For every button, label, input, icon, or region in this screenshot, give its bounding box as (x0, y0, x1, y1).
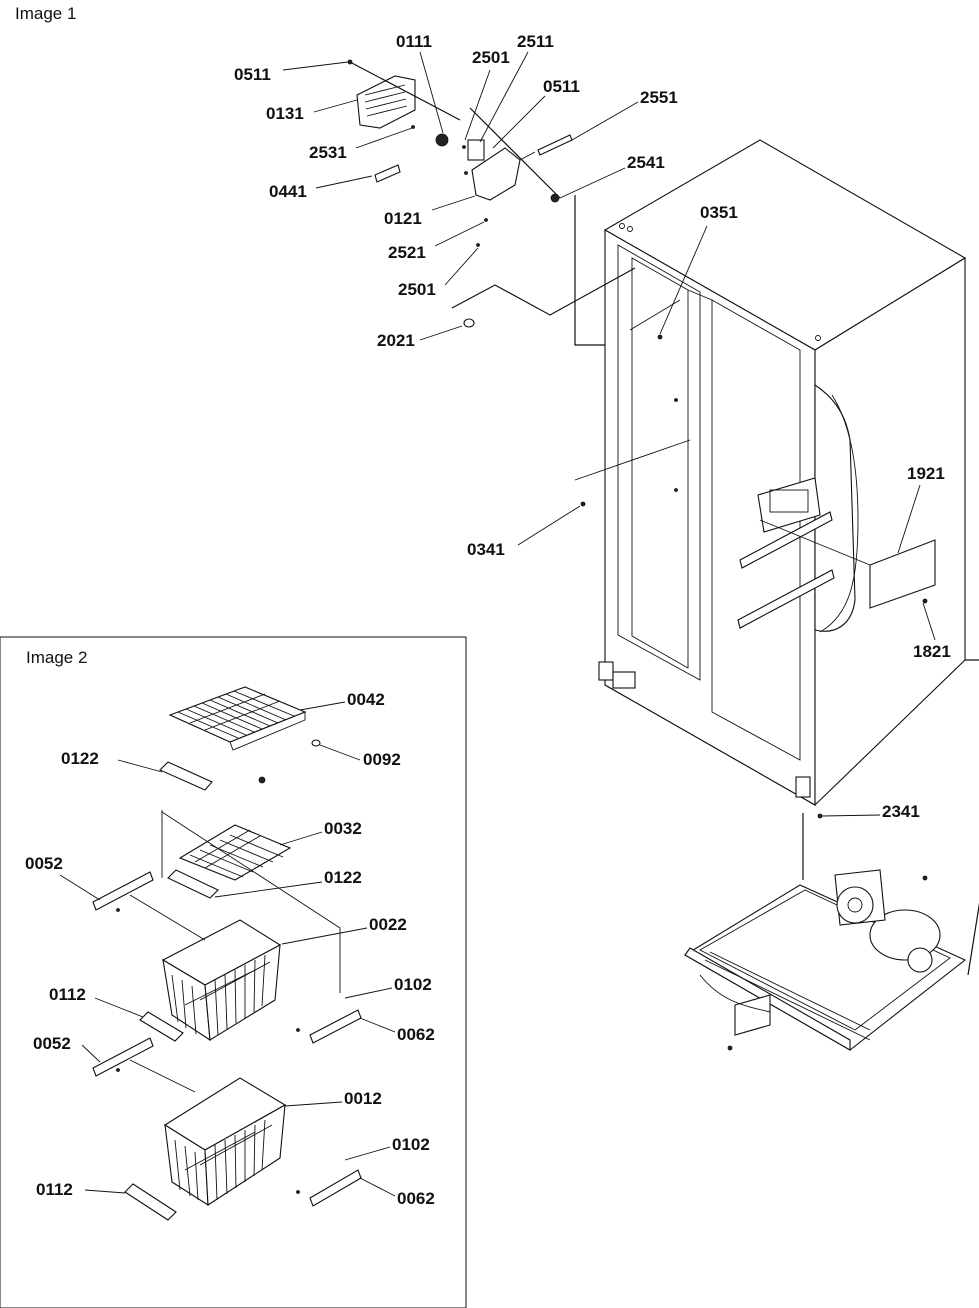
callout-2021: 2021 (377, 331, 415, 350)
basket-lower (163, 1077, 287, 1207)
image1-callouts: 0511 0131 2531 0441 0111 2501 2511 0511 … (234, 32, 951, 821)
fan-assembly (347, 59, 979, 976)
callout-0042: 0042 (347, 690, 385, 709)
callout-2341: 2341 (882, 802, 920, 821)
callout-0092: 0092 (363, 750, 401, 769)
callout-0441: 0441 (269, 182, 307, 201)
compressor-base (683, 869, 967, 1051)
callout-2501-a: 2501 (472, 48, 510, 67)
callout-0341: 0341 (467, 540, 505, 559)
image1-title: Image 1 (15, 4, 76, 23)
callout-1921: 1921 (907, 464, 945, 483)
image2-title: Image 2 (26, 648, 87, 667)
callout-2511: 2511 (517, 32, 554, 51)
callout-0122-b: 0122 (324, 868, 362, 887)
image2-frame (0, 636, 467, 1308)
basket-rails (92, 871, 362, 1221)
callout-0121: 0121 (384, 209, 422, 228)
callout-0131: 0131 (266, 104, 304, 123)
callout-2501-b: 2501 (398, 280, 436, 299)
refrigerator-cabinet (598, 139, 967, 807)
callout-2551: 2551 (640, 88, 678, 107)
basket-upper (161, 919, 282, 1042)
image2-callouts: 0042 0122 0092 0032 0122 0052 0022 0112 … (25, 690, 435, 1208)
callout-2521: 2521 (388, 243, 426, 262)
callout-0111: 0111 (396, 32, 432, 51)
callout-0102-b: 0102 (392, 1135, 430, 1154)
callout-0102-a: 0102 (394, 975, 432, 994)
wire-shelf-top (159, 686, 321, 791)
callout-0112-a: 0112 (49, 985, 86, 1004)
callout-0351: 0351 (700, 203, 738, 222)
callout-2541: 2541 (627, 153, 665, 172)
callout-0062-a: 0062 (397, 1025, 435, 1044)
callout-0022: 0022 (369, 915, 407, 934)
callout-0511-a: 0511 (234, 65, 271, 84)
callout-0052-b: 0052 (33, 1034, 71, 1053)
callout-0012: 0012 (344, 1089, 382, 1108)
callout-0032: 0032 (324, 819, 362, 838)
callout-0511-b: 0511 (543, 77, 580, 96)
callout-2531: 2531 (309, 143, 347, 162)
callout-0122-a: 0122 (61, 749, 99, 768)
wire-shelf-small (161, 810, 341, 993)
callout-0052-a: 0052 (25, 854, 63, 873)
callout-0112-b: 0112 (36, 1180, 73, 1199)
callout-0062-b: 0062 (397, 1189, 435, 1208)
callout-1821: 1821 (913, 642, 951, 661)
